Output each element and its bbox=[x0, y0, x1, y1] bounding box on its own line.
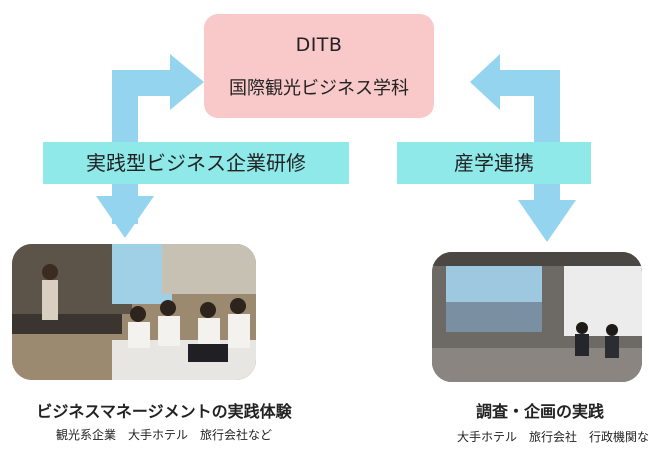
collaboration-caption-subtitle: 大手ホテル 旅行会社 行政機関な bbox=[456, 430, 649, 444]
arrow-right-down bbox=[518, 200, 576, 242]
presentation-image bbox=[432, 252, 642, 382]
collaboration-caption-title: 調査・企画の実践 bbox=[475, 402, 604, 421]
internship-label: 実践型ビジネス企業研修 bbox=[43, 142, 349, 184]
arrow-right-to-center bbox=[470, 54, 560, 224]
industry-collaboration-label: 産学連携 bbox=[397, 142, 591, 184]
internship-caption-subtitle: 観光系企業 大手ホテル 旅行会社など bbox=[55, 428, 272, 442]
presentation-photo bbox=[432, 252, 642, 382]
business-training-photo bbox=[12, 244, 256, 380]
department-subtitle: 国際観光ビジネス学科 bbox=[229, 78, 409, 99]
department-box: DITB 国際観光ビジネス学科 bbox=[204, 14, 434, 118]
department-title: DITB bbox=[295, 34, 343, 56]
business-training-image bbox=[12, 244, 256, 380]
internship-caption-title: ビジネスマネージメントの実践体験 bbox=[36, 402, 292, 421]
arrow-left-down bbox=[96, 196, 154, 238]
